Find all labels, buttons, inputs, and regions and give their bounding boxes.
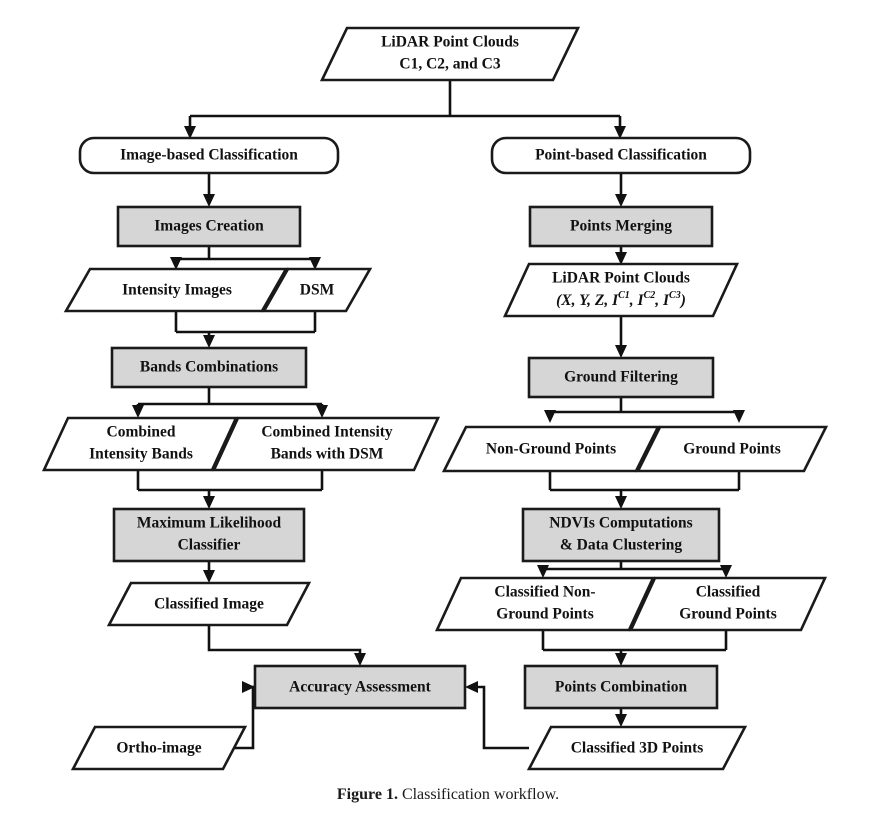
node-combined-intensity-bands-with-dsm-line-1: Bands with DSM: [271, 446, 384, 463]
node-ground-points-label: Ground Points: [683, 441, 780, 458]
node-classified-image-label: Classified Image: [154, 596, 264, 613]
arrow-head-mlc: [203, 496, 215, 509]
edge-points-merge-to-ndvi: [548, 471, 741, 502]
arrow-head-accuracy-right: [465, 681, 478, 693]
arrow-head-lidar-attrs: [615, 252, 627, 265]
arrow-head-bands-combinations: [203, 335, 215, 348]
node-dsm[interactable]: DSM: [261, 267, 373, 313]
node-classified-ground-points[interactable]: Classified Ground Points: [628, 576, 828, 632]
node-combined-intensity-bands-line-1: Intensity Bands: [89, 446, 193, 463]
node-ndvi-computations-data-clustering[interactable]: NDVIs Computations & Data Clustering: [521, 507, 721, 563]
arrow-head-combined-bands: [132, 405, 144, 418]
arrow-head-intensity-images: [170, 257, 182, 270]
arrow-head-ndvi: [615, 496, 627, 509]
node-classified-3d-points[interactable]: Classified 3D Points: [526, 725, 748, 771]
node-classified-ground-points-line-0: Classified: [696, 584, 761, 601]
edge-bands-split: [136, 387, 324, 411]
node-images-creation[interactable]: Images Creation: [116, 205, 302, 248]
edge-imagescreation-split: [174, 246, 317, 263]
node-ortho-image[interactable]: Ortho-image: [70, 725, 248, 771]
node-dsm-label: DSM: [300, 282, 335, 299]
arrow-head-dsm: [309, 257, 321, 270]
edge-classified3d-to-accuracy: [474, 685, 529, 750]
arrow-head-points-merging: [615, 194, 627, 207]
node-lidar-point-clouds[interactable]: LiDAR Point Clouds C1, C2, and C3: [319, 26, 581, 82]
node-intensity-images[interactable]: Intensity Images: [63, 267, 289, 313]
node-classified-image[interactable]: Classified Image: [106, 581, 312, 627]
node-points-combination-label: Points Combination: [555, 679, 688, 696]
node-classified-non-ground-points-line-1: Ground Points: [496, 606, 593, 623]
edge-groundfiltering-split: [548, 397, 741, 416]
node-lidar-point-clouds-line-0: LiDAR Point Clouds: [381, 34, 519, 51]
node-lidar-point-clouds-attributes-line-1: (X, Y, Z, IC1, IC2, IC3): [556, 290, 686, 308]
node-accuracy-assessment[interactable]: Accuracy Assessment: [253, 664, 467, 710]
node-points-merging[interactable]: Points Merging: [528, 205, 714, 248]
node-classified-ground-points-line-1: Ground Points: [679, 606, 776, 623]
node-bands-combinations-label: Bands Combinations: [140, 359, 278, 376]
node-lidar-point-clouds-line-1: C1, C2, and C3: [399, 56, 500, 73]
arrow-head-classified-image: [203, 570, 215, 583]
node-image-based-classification-label: Image-based Classification: [120, 147, 298, 164]
node-ndvi-computations-data-clustering-line-1: & Data Clustering: [560, 537, 683, 554]
nodes: LiDAR Point Clouds C1, C2, and C3 Image-…: [41, 26, 829, 771]
arrow-head-accuracy-top: [354, 653, 366, 666]
classification-workflow-diagram: LiDAR Point Clouds C1, C2, and C3 Image-…: [41, 26, 829, 771]
node-combined-intensity-bands-with-dsm[interactable]: Combined Intensity Bands with DSM: [211, 416, 441, 472]
node-accuracy-assessment-label: Accuracy Assessment: [289, 679, 431, 696]
arrow-head-classified-3d: [615, 714, 627, 727]
arrow-head-non-ground-points: [544, 410, 556, 423]
node-image-based-classification[interactable]: Image-based Classification: [78, 136, 340, 175]
edge-lidar-to-branches: [188, 80, 622, 133]
node-points-combination[interactable]: Points Combination: [523, 664, 719, 710]
node-ndvi-computations-data-clustering-line-0: NDVIs Computations: [549, 515, 692, 532]
node-intensity-images-label: Intensity Images: [122, 282, 232, 299]
node-images-creation-label: Images Creation: [154, 218, 264, 235]
arrow-head-image-based: [184, 126, 196, 139]
edge-classifiedpoints-merge-to-combination: [541, 630, 728, 659]
arrow-head-classified-nonground: [537, 565, 549, 578]
node-bands-combinations[interactable]: Bands Combinations: [110, 346, 308, 389]
node-combined-intensity-bands-with-dsm-line-0: Combined Intensity: [261, 424, 393, 441]
arrow-head-images-creation: [203, 194, 215, 207]
edge-classifiedimage-to-accuracy: [207, 625, 362, 659]
node-ground-filtering[interactable]: Ground Filtering: [527, 356, 715, 399]
arrow-head-combined-bands-dsm: [316, 405, 328, 418]
node-point-based-classification[interactable]: Point-based Classification: [490, 136, 752, 175]
edge-combined-merge-to-mlc: [136, 470, 324, 502]
node-non-ground-points[interactable]: Non-Ground Points: [441, 425, 661, 473]
figure-caption-text: Classification workflow.: [401, 786, 560, 803]
arrow-head-classified-ground: [720, 565, 732, 578]
figure-caption: Figure 1. Classification workflow.: [0, 786, 896, 804]
node-maximum-likelihood-classifier-line-1: Classifier: [178, 537, 241, 554]
node-classified-3d-points-label: Classified 3D Points: [571, 740, 704, 757]
node-ground-points[interactable]: Ground Points: [635, 425, 829, 473]
connectors: [132, 80, 745, 750]
node-non-ground-points-label: Non-Ground Points: [486, 441, 616, 458]
node-ground-filtering-label: Ground Filtering: [564, 369, 678, 386]
node-maximum-likelihood-classifier-line-0: Maximum Likelihood: [137, 515, 282, 532]
arrow-head-accuracy-left: [242, 681, 255, 693]
node-points-merging-label: Points Merging: [570, 218, 672, 235]
node-classified-non-ground-points-line-0: Classified Non-: [494, 584, 595, 601]
node-maximum-likelihood-classifier[interactable]: Maximum Likelihood Classifier: [112, 507, 306, 563]
figure-caption-label: Figure 1.: [336, 786, 402, 803]
arrow-head-points-combination: [615, 653, 627, 666]
node-combined-intensity-bands[interactable]: Combined Intensity Bands: [41, 416, 239, 472]
edge-images-merge-to-bands: [174, 311, 317, 341]
arrow-head-ground-points: [733, 410, 745, 423]
node-combined-intensity-bands-line-0: Combined: [107, 424, 176, 441]
node-point-based-classification-label: Point-based Classification: [535, 147, 707, 164]
node-classified-non-ground-points[interactable]: Classified Non- Ground Points: [434, 576, 656, 632]
arrow-head-ground-filtering: [615, 345, 627, 358]
node-lidar-point-clouds-attributes-line-0: LiDAR Point Clouds: [552, 270, 690, 287]
arrow-head-point-based: [614, 126, 626, 139]
node-ortho-image-label: Ortho-image: [116, 740, 201, 757]
node-lidar-point-clouds-attributes[interactable]: LiDAR Point Clouds (X, Y, Z, IC1, IC2, I…: [502, 262, 740, 318]
